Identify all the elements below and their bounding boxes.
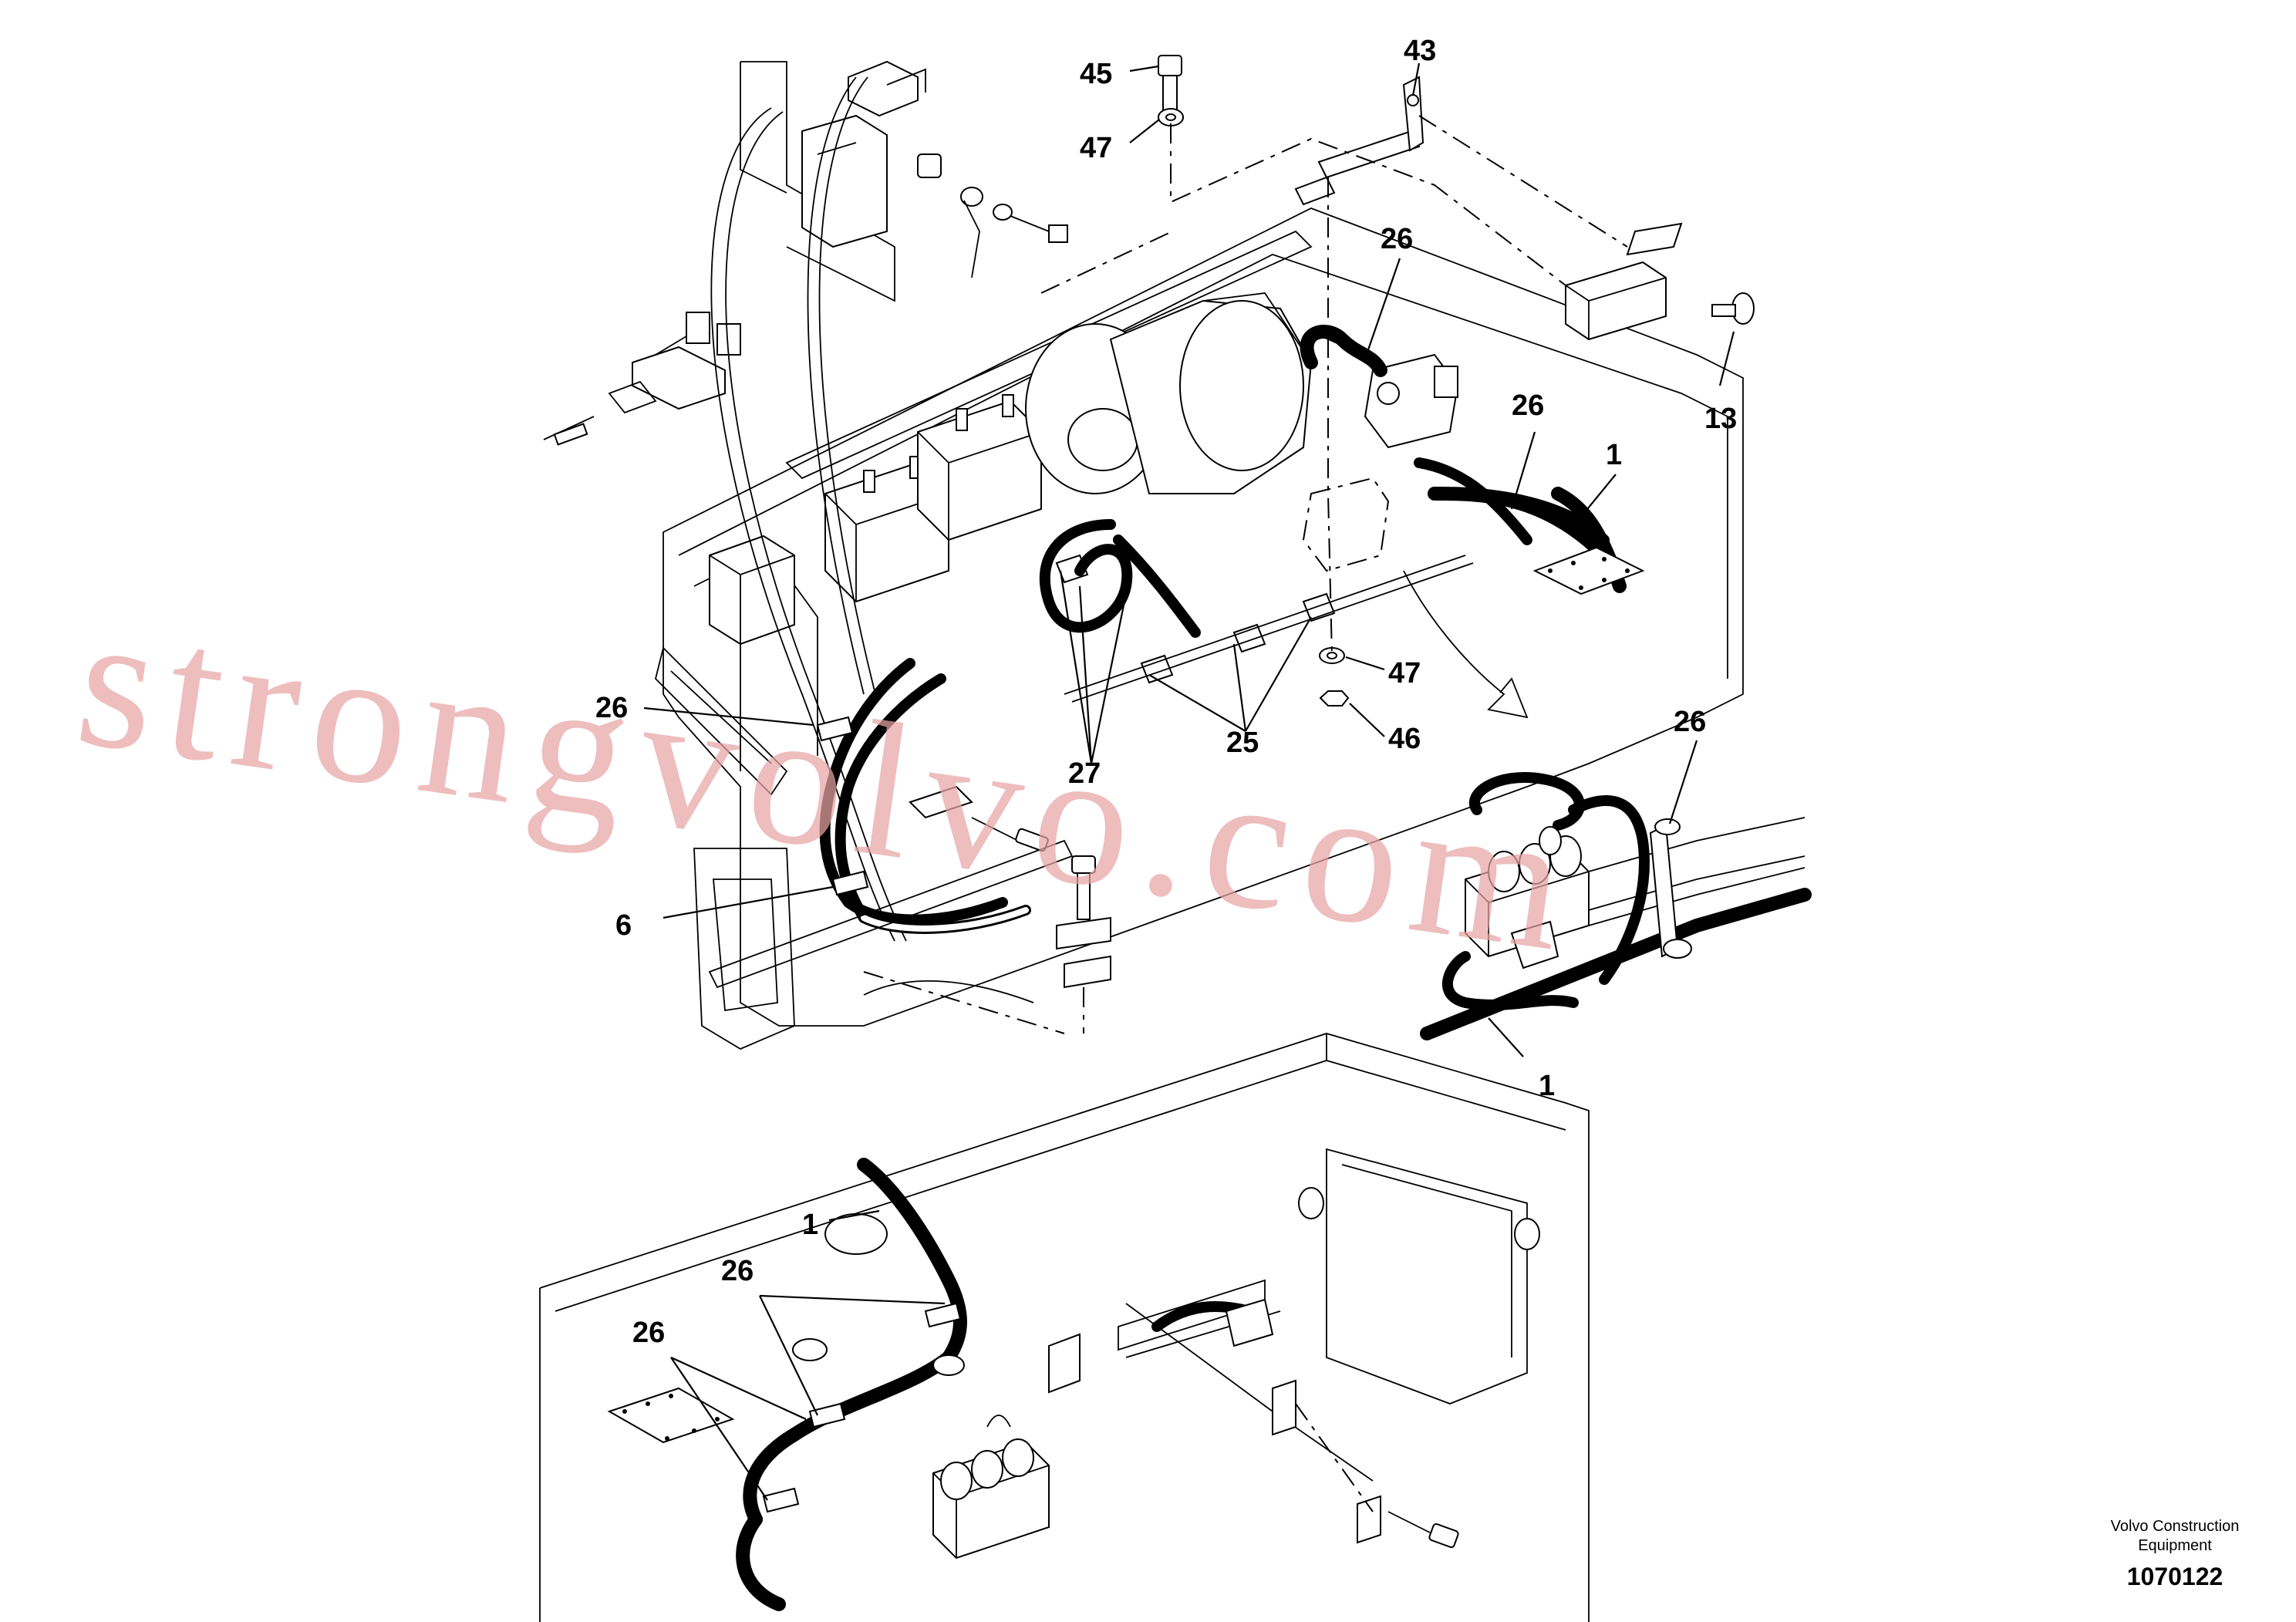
callout-1-lower: 1 [802, 1209, 818, 1241]
valve-body-lower [932, 1415, 1050, 1560]
lamp-13 [1565, 222, 1755, 341]
upper-frame-assembly [543, 55, 1755, 1050]
callout-26-left: 26 [595, 692, 628, 724]
callout-26-lower-a: 26 [721, 1255, 754, 1287]
callout-6: 6 [615, 909, 632, 942]
washer-47-top [1158, 108, 1184, 126]
callout-1-right: 1 [1539, 1070, 1555, 1102]
callout-26-lower-b: 26 [632, 1317, 665, 1349]
reservoir-box [709, 534, 795, 646]
nut-46 [1319, 690, 1350, 706]
bolted-plate-upper [1532, 546, 1645, 595]
callout-26-right: 26 [1512, 389, 1544, 422]
figure-code: 1070122 [2127, 1563, 2224, 1590]
bolt-vertical-center [1056, 855, 1111, 1034]
callout-labels: 45 43 47 26 13 26 1 47 46 26 26 25 27 6 … [595, 35, 1737, 1349]
lower-frame-assembly [539, 546, 1645, 1622]
callout-27: 27 [1068, 757, 1101, 790]
valve-block-top [1310, 331, 1459, 449]
callout-25: 25 [1226, 727, 1259, 759]
callout-47-top: 47 [1080, 132, 1112, 164]
valve-harness-assembly [1420, 772, 1812, 1040]
bolted-plate [607, 1387, 735, 1444]
caption-line-2: Equipment [2138, 1537, 2212, 1554]
callout-47-mid: 47 [1388, 657, 1421, 690]
leader-lines [643, 62, 1735, 1501]
callout-43: 43 [1404, 35, 1436, 67]
callout-26-top: 26 [1381, 223, 1413, 255]
callout-1-upper: 1 [1606, 439, 1622, 471]
bolt-top-left [917, 153, 1068, 278]
air-cleaner [1025, 292, 1313, 494]
clamp-bracket-center [909, 785, 1049, 852]
watermark-text: strongvolvo.com [66, 572, 1591, 993]
callout-45: 45 [1080, 58, 1112, 90]
figure-caption: Volvo Construction Equipment 1070122 [2111, 1518, 2240, 1590]
battery-right [917, 394, 1042, 541]
valve-body-right [1465, 826, 1590, 969]
callout-26-valve: 26 [1674, 706, 1706, 738]
callout-13: 13 [1704, 403, 1737, 435]
bolt-lower-right [1387, 1511, 1459, 1549]
caption-line-1: Volvo Construction [2111, 1518, 2240, 1535]
callout-46: 46 [1388, 723, 1421, 755]
clamp-bracket-left [543, 312, 741, 446]
bracket-43 [1294, 76, 1424, 206]
